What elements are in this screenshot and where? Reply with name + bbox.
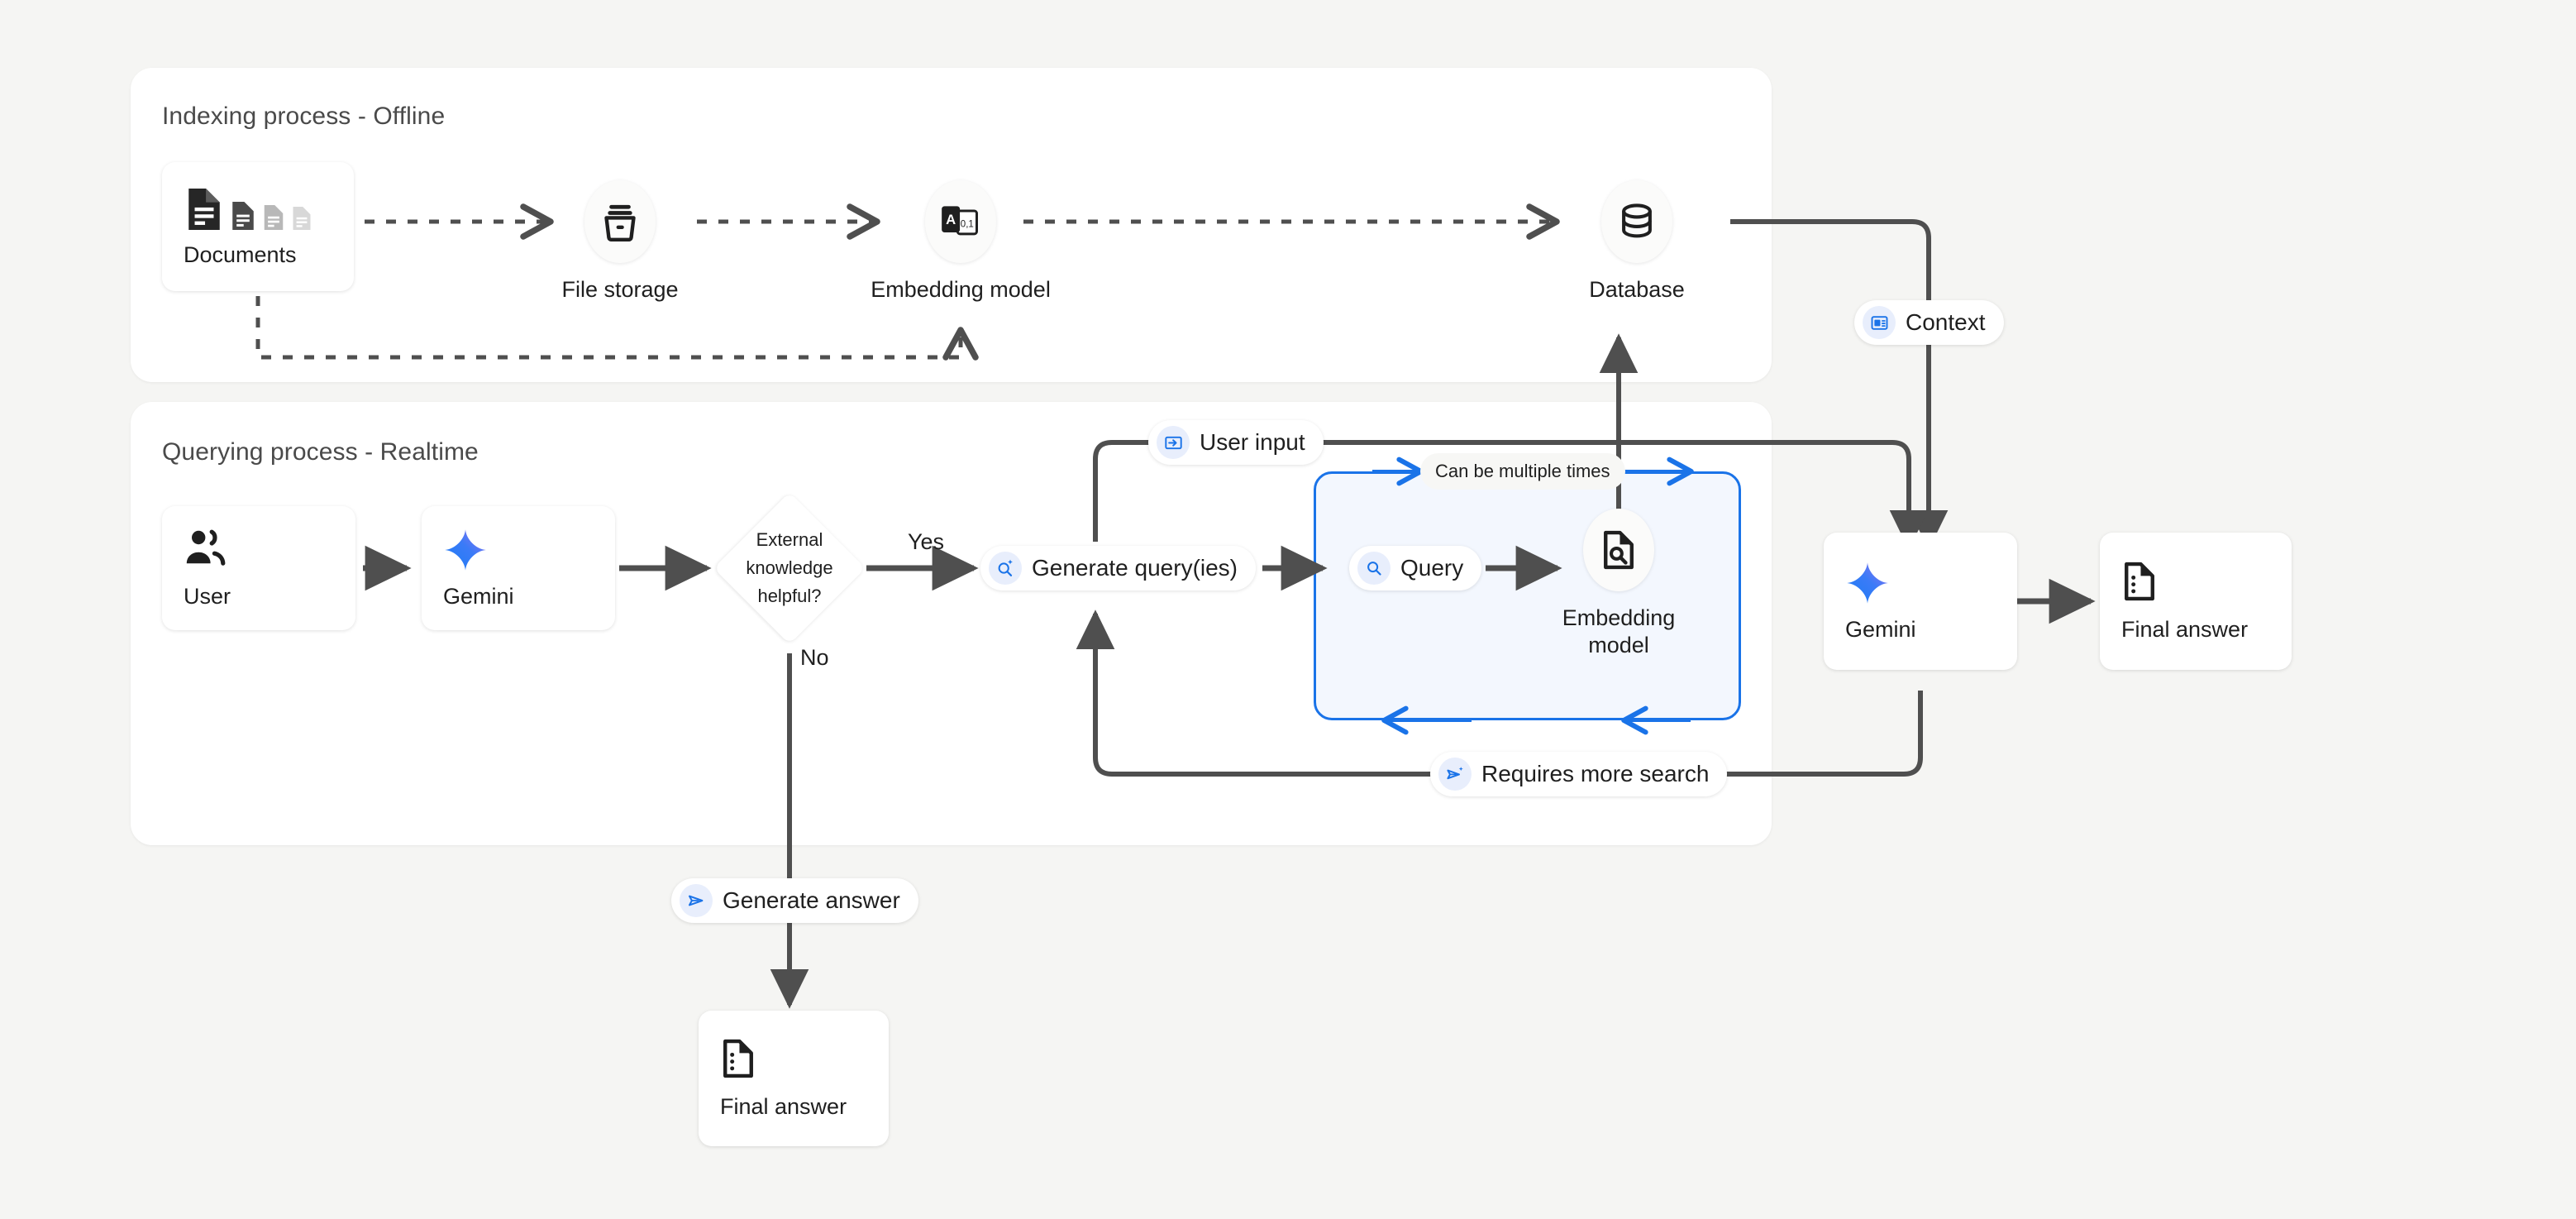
chip-label: Context [1906, 309, 1986, 335]
chip-context[interactable]: Context [1854, 300, 2004, 345]
node-label: Final answer [720, 1093, 847, 1119]
node-final-answer-bottom[interactable]: Final answer [699, 1011, 889, 1146]
decision-line-1: External [756, 528, 823, 550]
annotation-label: Can be multiple times [1435, 461, 1610, 481]
chip-label: Query [1400, 555, 1464, 581]
chip-user-input[interactable]: User input [1148, 420, 1324, 465]
node-embedding-model-indexing[interactable]: 0,1 A Embedding model [871, 180, 1051, 304]
node-gemini-left[interactable]: Gemini [422, 506, 615, 630]
node-label: Embedding model [1562, 605, 1676, 657]
user-group-icon [184, 528, 355, 574]
node-label: Database [1589, 277, 1685, 302]
decision-line-2: knowledge [746, 557, 833, 578]
gemini-sparkle-icon [443, 528, 615, 574]
chip-label: Generate answer [723, 887, 900, 913]
svg-text:A: A [946, 212, 956, 227]
node-label: Gemini [443, 583, 514, 609]
node-label: Embedding model [871, 277, 1051, 302]
decision-line-3: helpful? [757, 586, 822, 607]
panel-querying-title: Querying process - Realtime [162, 438, 479, 466]
decision-external-knowledge[interactable]: External knowledge helpful? [713, 492, 866, 644]
send-icon [680, 884, 713, 917]
send-sparkle-icon [1438, 758, 1472, 791]
input-arrow-icon [1157, 426, 1190, 459]
node-label: Documents [184, 241, 297, 267]
branch-label-no: No [800, 645, 829, 670]
panel-indexing-title: Indexing process - Offline [162, 103, 446, 130]
answer-doc-icon [2121, 561, 2292, 607]
gemini-sparkle-icon [1845, 561, 2017, 607]
embedding-model-icon: 0,1 A [925, 180, 996, 263]
answer-doc-icon [720, 1038, 889, 1084]
node-label: Final answer [2121, 616, 2249, 642]
decision-text: External knowledge helpful? [713, 492, 866, 644]
search-sparkle-icon [989, 552, 1022, 585]
chip-label: User input [1200, 429, 1305, 455]
multi-query-loop-region [1314, 471, 1741, 720]
node-file-storage[interactable]: File storage [546, 180, 694, 304]
context-card-icon [1863, 306, 1896, 339]
node-embedding-model-query[interactable]: Embedding model [1561, 509, 1677, 659]
node-final-answer-right[interactable]: Final answer [2100, 533, 2292, 670]
node-label: User [184, 583, 231, 609]
file-storage-icon [584, 180, 656, 263]
svg-text:0,1: 0,1 [961, 220, 974, 230]
chip-label: Requires more search [1481, 761, 1710, 786]
chip-generate-queries[interactable]: Generate query(ies) [980, 546, 1257, 590]
node-label: File storage [561, 277, 679, 302]
chip-generate-answer[interactable]: Generate answer [671, 878, 918, 923]
annotation-can-be-multiple-times: Can be multiple times [1420, 453, 1625, 490]
database-icon [1601, 180, 1672, 263]
branch-label-yes: Yes [908, 529, 945, 554]
node-gemini-right[interactable]: Gemini [1824, 533, 2017, 670]
node-label: Gemini [1845, 616, 1916, 642]
documents-icon [184, 186, 354, 232]
chip-label: Generate query(ies) [1032, 555, 1238, 581]
node-database[interactable]: Database [1562, 180, 1711, 304]
search-icon [1357, 552, 1391, 585]
node-documents[interactable]: Documents [162, 162, 354, 291]
chip-requires-more-search[interactable]: Requires more search [1430, 752, 1728, 796]
doc-search-icon [1583, 509, 1654, 591]
chip-query[interactable]: Query [1349, 546, 1482, 590]
node-user[interactable]: User [162, 506, 355, 630]
